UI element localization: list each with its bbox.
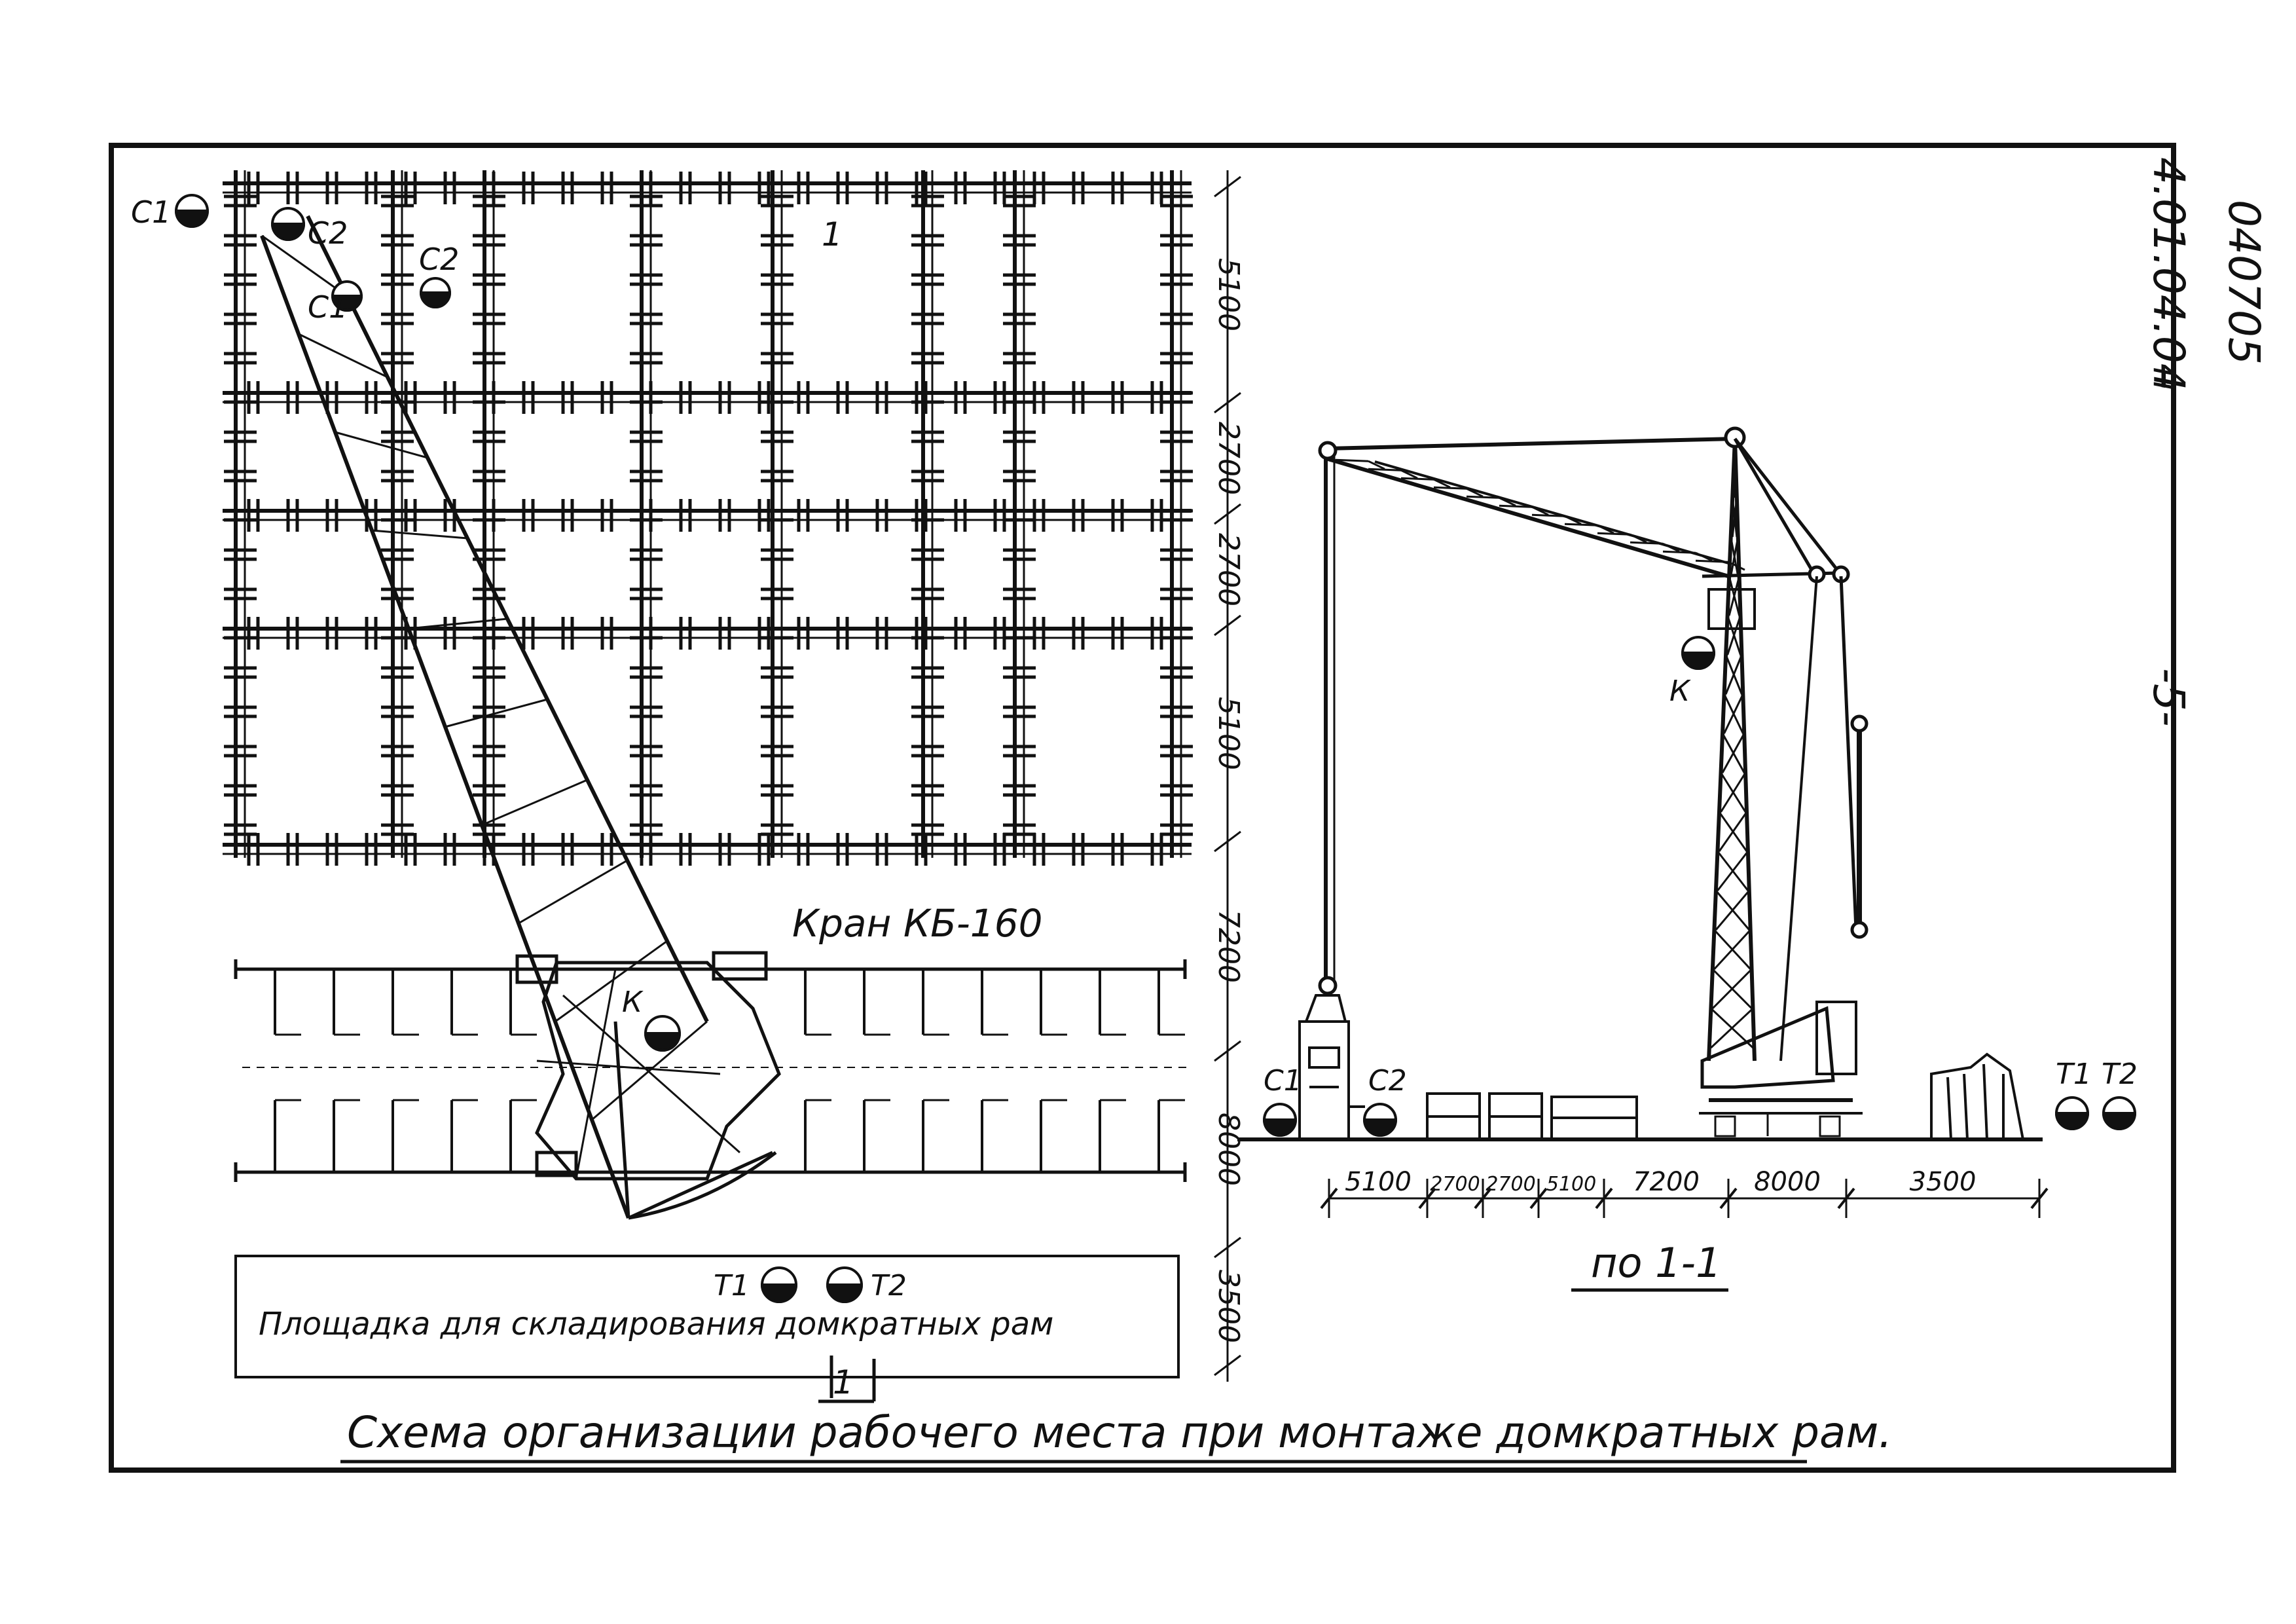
t2-label-plan: Т2 [871, 1269, 907, 1302]
t1-marker-plan-icon [760, 1266, 798, 1303]
section-dimension-label: 5100 [1546, 1173, 1596, 1196]
c1-marker-icon [174, 194, 210, 228]
sheet-code-top: 040705 [2219, 200, 2269, 365]
plan-labels: С1 С2 С1 С2 1 Кран КБ-160 К Т1 Т2 Площад… [131, 194, 1245, 1401]
c1-label: С1 [131, 194, 171, 230]
plan-dimension-label: 3500 [1212, 1270, 1245, 1343]
section-markers [1262, 636, 2137, 1137]
c1-marker-b-icon [331, 280, 363, 312]
crane-plan [260, 215, 781, 1220]
t2-marker-section-icon [2102, 1096, 2137, 1130]
plan-dimension-label: 2700 [1212, 422, 1245, 495]
section-dimension-label: 5100 [1345, 1167, 1412, 1197]
c1-marker-section-icon [1262, 1103, 1298, 1137]
ground-frames [1426, 1052, 2025, 1141]
hook-label-section: К [1669, 674, 1691, 708]
storage-label: Площадка для складирования домкратных ра… [259, 1306, 1053, 1342]
t1-label-section: Т1 [2056, 1058, 2092, 1091]
t1-marker-section-icon [2054, 1096, 2090, 1130]
sheet-code-series: 4.01.04.04 [2143, 157, 2194, 391]
page-number: -5- [2143, 668, 2194, 727]
drawing-frame [109, 143, 2176, 1473]
section-dimension-label: 3500 [1910, 1167, 1977, 1197]
drawing-title: Схема организации рабочего места при мон… [347, 1407, 1892, 1458]
t2-marker-plan-icon [826, 1266, 864, 1303]
c2-label: С2 [308, 215, 348, 251]
t2-label-section: Т2 [2102, 1058, 2138, 1091]
section-dimension-label: 8000 [1754, 1167, 1821, 1197]
section-dimension-label: 2700 [1430, 1173, 1480, 1196]
crane-track-area [234, 959, 1192, 1182]
plan-markers [174, 194, 864, 1303]
plan-dimension-line [1214, 170, 1241, 1382]
c2-marker-section-icon [1362, 1103, 1398, 1137]
c2-marker-icon [270, 207, 306, 241]
c2-label-b: С2 [419, 242, 459, 277]
jack-frame-load [1298, 994, 1365, 1141]
sheet-code-suffix: н [2145, 367, 2187, 391]
crane-label: Кран КБ-160 [792, 901, 1043, 946]
c1-label-section: С1 [1264, 1064, 1302, 1098]
plan-dimension-label: 5100 [1212, 697, 1245, 770]
plan-dimension-label: 2700 [1212, 533, 1245, 606]
boom-lacing [261, 234, 708, 1121]
hook-marker-plan-icon [644, 1015, 682, 1052]
section-dimension-chain [1320, 1179, 2049, 1218]
section-dimension-label: 7200 [1633, 1167, 1700, 1197]
hook-marker-section-icon [1681, 636, 1716, 670]
plan-dimension-label: 8000 [1212, 1113, 1245, 1186]
section-dimension-label: 2700 [1485, 1173, 1535, 1196]
frame-grid [223, 170, 1193, 866]
c2-label-section: С2 [1368, 1064, 1407, 1098]
section-mark: 1 [833, 1363, 854, 1401]
plan-dimension-label: 7200 [1212, 910, 1245, 983]
plan-dimension-label: 5100 [1212, 258, 1245, 331]
plan-dimension-labels: 5100 2700 2700 5100 7200 8000 3500 [1212, 258, 1245, 1343]
c2-marker-b-icon [419, 277, 452, 308]
t1-label-plan: Т1 [714, 1269, 750, 1302]
section-caption: по 1-1 [1591, 1239, 1721, 1287]
plan-view [223, 170, 1241, 1403]
section-view [1237, 426, 2049, 1292]
axis-mark-top: 1 [822, 215, 843, 253]
storage-area [234, 1255, 1180, 1378]
hook-label-plan: К [622, 986, 644, 1019]
track-sleepers [274, 969, 1185, 1172]
tower-crane-elevation [1318, 426, 1868, 1137]
c1-label-b: С1 [308, 289, 348, 325]
